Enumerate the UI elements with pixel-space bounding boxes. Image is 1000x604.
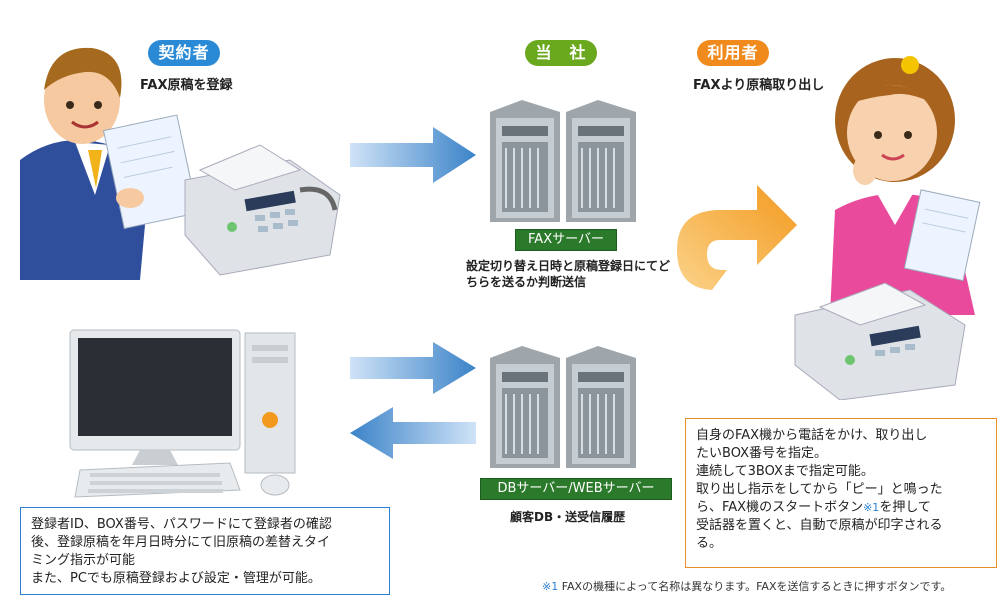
db-server-label: DBサーバー/WEBサーバー	[480, 478, 672, 500]
fax-server-caption: 設定切り替え日時と原稿登録日にてど ちらを送るか判断送信	[466, 258, 681, 290]
fax-server-caption-line1: 設定切り替え日時と原稿登録日にてど	[466, 259, 671, 273]
footnote-text: FAXの機種によって名称は異なります。FAXを送信するときに押すボタンです。	[558, 580, 952, 593]
footnote: ※1 FAXの機種によって名称は異なります。FAXを送信するときに押すボタンです…	[542, 578, 951, 594]
footnote-mark: ※1	[542, 580, 559, 593]
company-badge: 当 社	[525, 40, 597, 66]
user-desc-line: たいBOX番号を指定。	[696, 446, 827, 461]
contractor-description-box: 登録者ID、BOX番号、パスワードにて登録者の確認 後、登録原稿を年月日時分にて…	[20, 507, 390, 595]
db-server-caption: 顧客DB・送受信履歴	[510, 510, 626, 524]
user-desc-text: ら、FAX機のスタートボタン	[696, 500, 864, 515]
user-desc-line: る。	[696, 536, 723, 551]
contractor-desc-line: 後、登録原稿を年月日時分にて旧原稿の差替えタイ	[31, 535, 331, 550]
arrow-left-bottom	[350, 407, 476, 459]
user-badge: 利用者	[697, 40, 769, 66]
fax-server-icon	[490, 100, 636, 222]
user-desc-text: を押して	[879, 500, 931, 515]
fax-server-caption-line2: ちらを送るか判断送信	[466, 275, 587, 289]
contractor-desc-line: 登録者ID、BOX番号、パスワードにて登録者の確認	[31, 517, 332, 532]
arrow-curved-orange	[677, 185, 797, 290]
arrow-right-top	[350, 127, 476, 183]
user-desc-line: 受話器を置くと、自動で原稿が印字される	[696, 518, 943, 533]
user-caption: FAXより原稿取り出し	[693, 78, 825, 93]
user-illustration	[794, 56, 981, 400]
pc-illustration	[69, 329, 296, 498]
user-desc-line: 取り出し指示をしてから「ピー」と鳴った	[696, 482, 943, 497]
contractor-badge: 契約者	[148, 40, 220, 66]
user-desc-line: 自身のFAX機から電話をかけ、取り出し	[696, 428, 928, 443]
contractor-desc-line: ミング指示が可能	[31, 553, 136, 568]
contractor-desc-line: また、PCでも原稿登録および設定・管理が可能。	[31, 571, 321, 586]
user-desc-line: 連続して3BOXまで指定可能。	[696, 464, 874, 479]
footnote-reference: ※1	[863, 501, 880, 514]
contractor-illustration	[20, 47, 341, 280]
contractor-caption: FAX原稿を登録	[140, 78, 233, 93]
fax-server-label: FAXサーバー	[515, 229, 617, 251]
arrow-right-middle	[350, 342, 476, 394]
user-description-box: 自身のFAX機から電話をかけ、取り出し たいBOX番号を指定。 連続して3BOX…	[685, 418, 997, 568]
user-desc-line: ら、FAX機のスタートボタン※1を押して	[696, 499, 986, 517]
db-server-icon	[490, 346, 636, 468]
